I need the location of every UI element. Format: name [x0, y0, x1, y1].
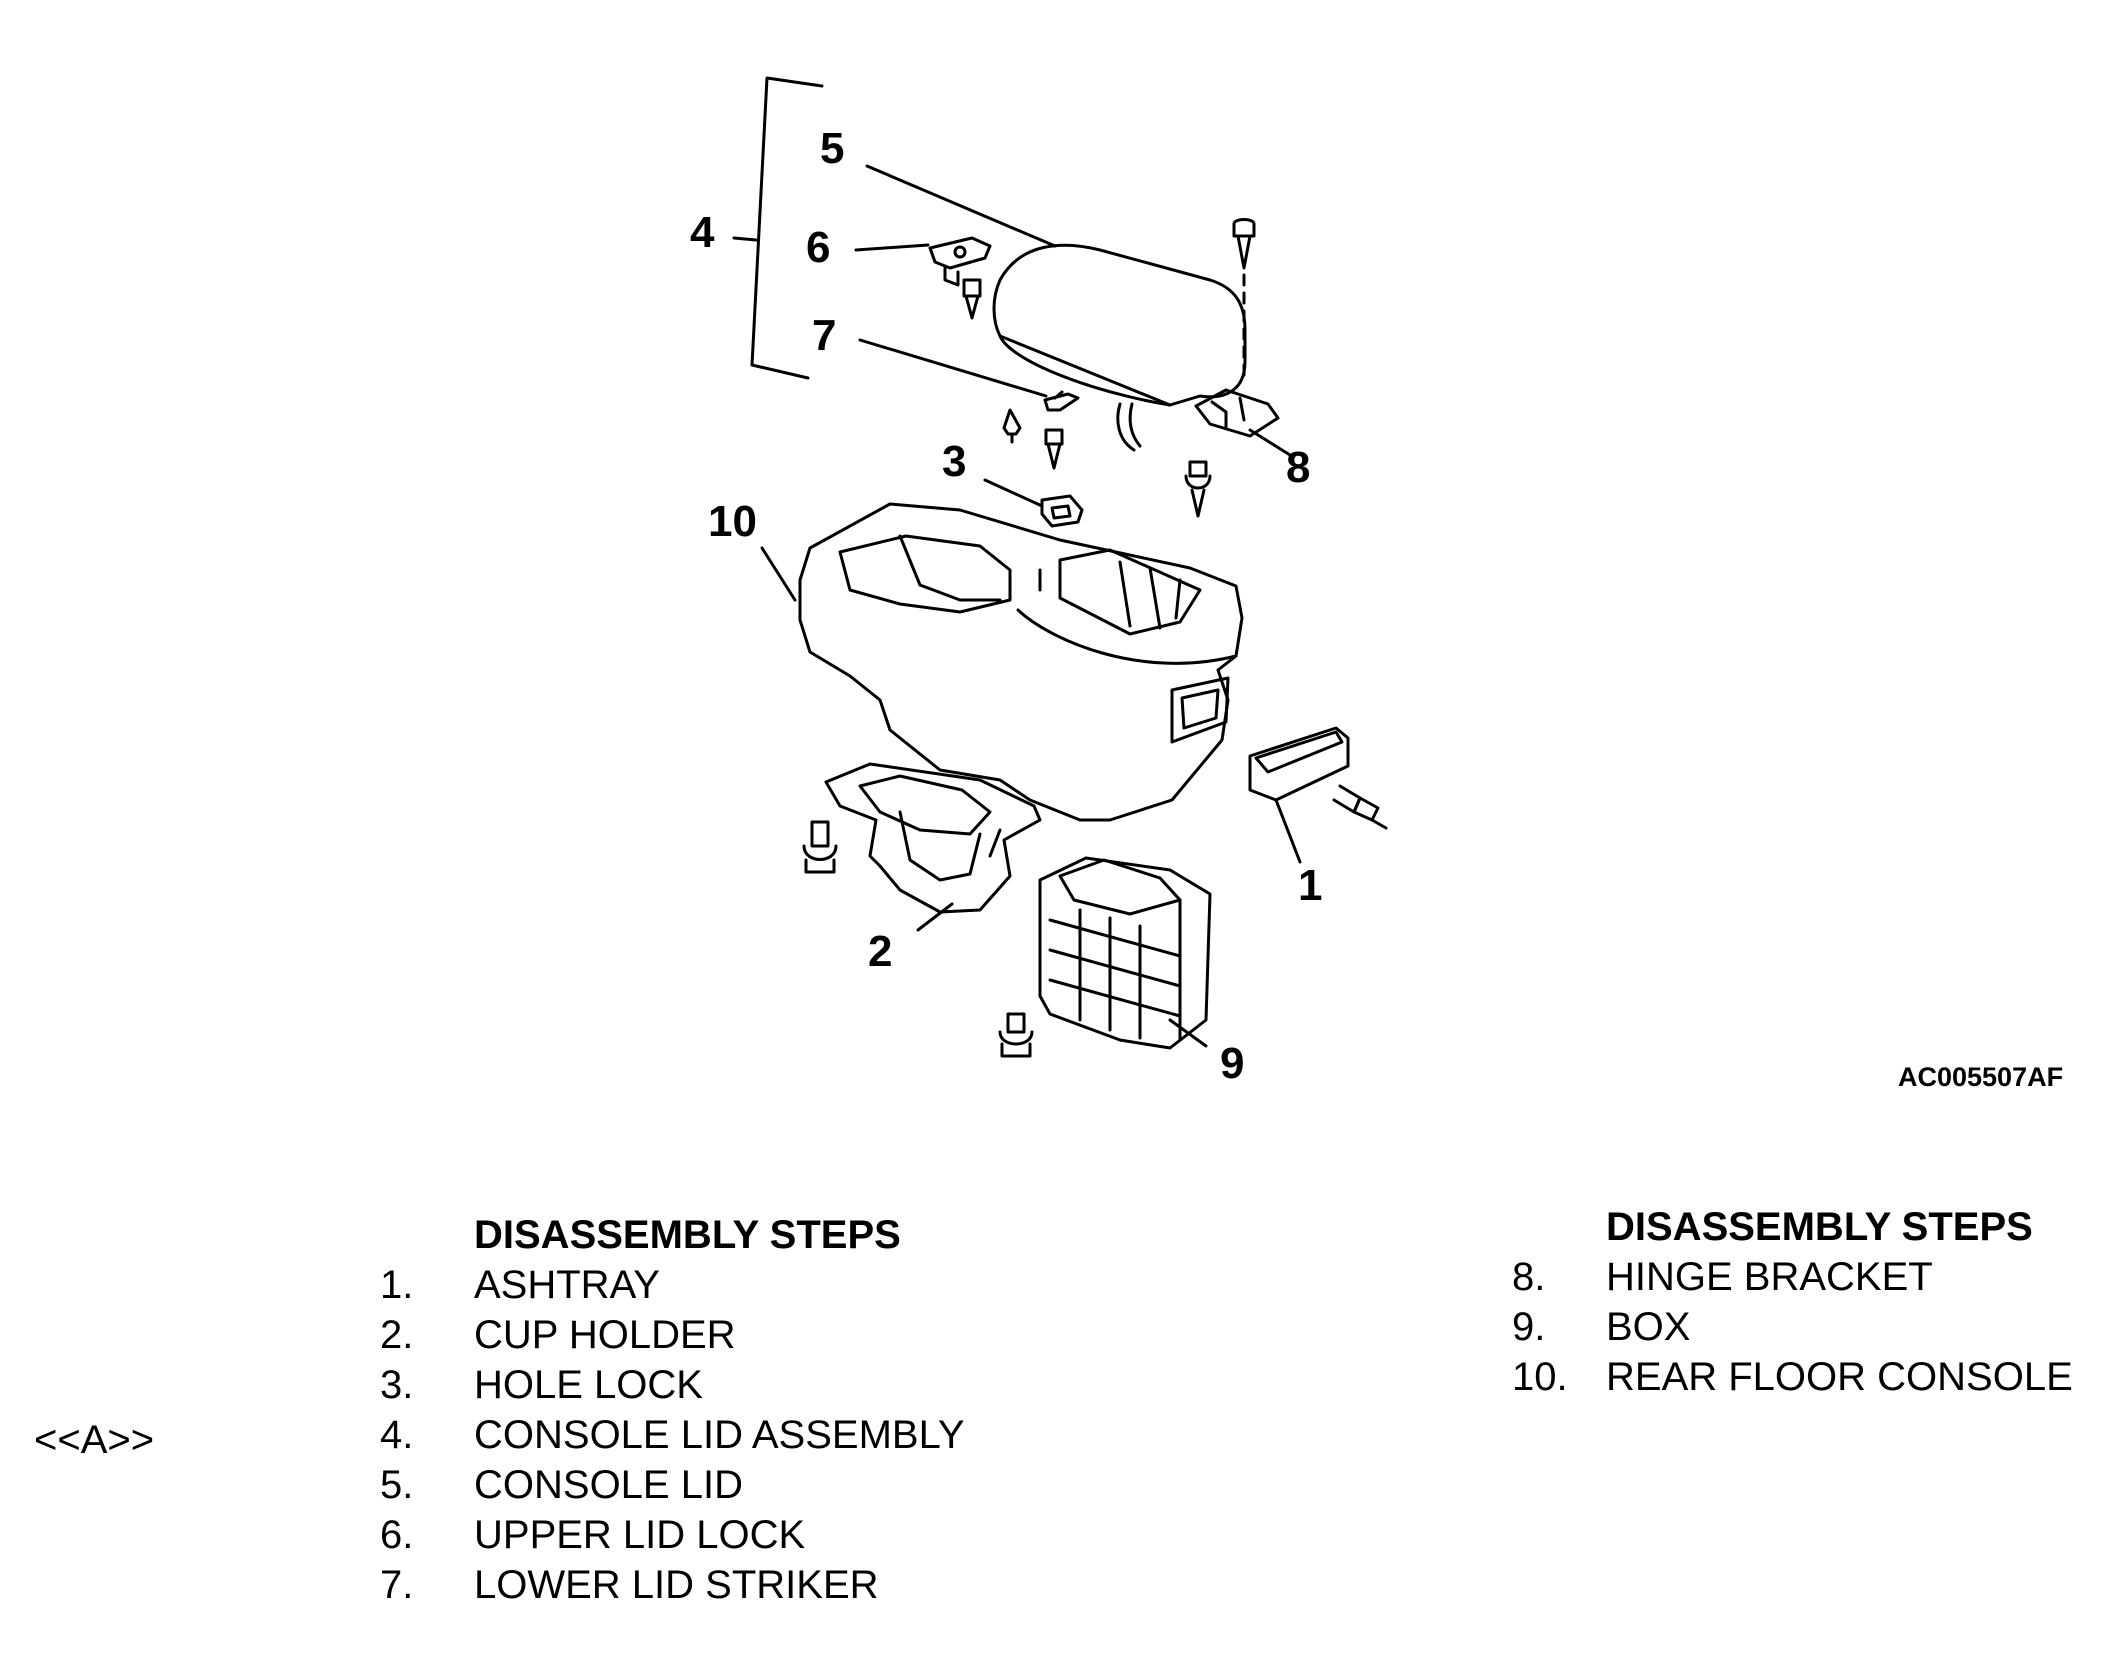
screw-6: [962, 278, 982, 320]
steps-heading-right: DISASSEMBLY STEPS: [1606, 1205, 2033, 1249]
callout-5: 5: [820, 124, 844, 173]
step-row: 5. CONSOLE LID: [380, 1460, 1080, 1510]
screw-9: [998, 1012, 1034, 1058]
callout-6: 6: [806, 223, 830, 272]
rear-floor-console: [798, 502, 1244, 822]
step-number: 2.: [380, 1313, 414, 1357]
step-number: 5.: [380, 1463, 414, 1507]
hole-lock: [1040, 494, 1084, 528]
screw-7b: [1044, 428, 1064, 470]
leader-3: [983, 478, 1044, 508]
step-row: 10. REAR FLOOR CONSOLE: [1512, 1352, 2112, 1402]
step-number: 4.: [380, 1413, 414, 1457]
disassembly-steps-left: DISASSEMBLY STEPS 1. ASHTRAY 2. CUP HOLDER…: [380, 1210, 1080, 1610]
leader-4: [732, 236, 758, 242]
step-row: 1. ASHTRAY: [380, 1260, 1080, 1310]
hinge-bracket: [1194, 388, 1280, 438]
leader-6: [854, 243, 930, 252]
step-row: 3. HOLE LOCK: [380, 1360, 1080, 1410]
clip-7a: [1002, 408, 1022, 444]
callout-8: 8: [1286, 443, 1310, 492]
assembly-bracket: [750, 76, 824, 380]
callout-2: 2: [868, 927, 892, 976]
steps-heading-left: DISASSEMBLY STEPS: [474, 1213, 901, 1257]
step-number: 9.: [1512, 1305, 1546, 1349]
step-label: CONSOLE LID: [474, 1463, 743, 1507]
screw-8-bottom: [1184, 460, 1212, 518]
step-label: HINGE BRACKET: [1606, 1255, 1933, 1299]
step-number: 10.: [1512, 1355, 1568, 1399]
lower-lid-striker: [1043, 390, 1080, 412]
screw-8-top: [1232, 218, 1256, 382]
step-number: 8.: [1512, 1255, 1546, 1299]
note-marker: <<A>>: [34, 1418, 155, 1462]
step-label: LOWER LID STRIKER: [474, 1563, 879, 1607]
leader-2: [916, 902, 954, 932]
callout-10: 10: [708, 497, 757, 546]
step-label: HOLE LOCK: [474, 1363, 703, 1407]
leader-1: [1274, 798, 1302, 864]
step-label: ASHTRAY: [474, 1263, 660, 1307]
callout-4: 4: [690, 208, 715, 257]
step-label: BOX: [1606, 1305, 1691, 1349]
step-label: REAR FLOOR CONSOLE: [1606, 1355, 2073, 1399]
ashtray: [1248, 726, 1350, 802]
screw-1: [1332, 784, 1388, 830]
callout-3: 3: [942, 437, 966, 486]
step-row: 6. UPPER LID LOCK: [380, 1510, 1080, 1560]
step-row: 4. CONSOLE LID ASSEMBLY: [380, 1410, 1080, 1460]
leader-9: [1168, 1018, 1208, 1048]
screw-2: [802, 820, 838, 874]
step-number: 3.: [380, 1363, 414, 1407]
step-label: CUP HOLDER: [474, 1313, 736, 1357]
callout-1: 1: [1298, 861, 1322, 910]
box: [1038, 856, 1212, 1050]
leader-7: [858, 338, 1048, 398]
step-row: 2. CUP HOLDER: [380, 1310, 1080, 1360]
upper-lid-lock: [928, 236, 992, 287]
step-row: 9. BOX: [1512, 1302, 2112, 1352]
cup-holder: [824, 762, 1042, 914]
leader-8: [1248, 428, 1292, 457]
callout-9: 9: [1220, 1039, 1244, 1088]
step-row: 7. LOWER LID STRIKER: [380, 1560, 1080, 1610]
step-number: 7.: [380, 1563, 414, 1607]
step-number: 1.: [380, 1263, 414, 1307]
step-row: 8. HINGE BRACKET: [1512, 1252, 2112, 1302]
leader-10: [760, 546, 797, 602]
leader-5: [865, 164, 1057, 248]
step-label: CONSOLE LID ASSEMBLY: [474, 1413, 965, 1457]
callout-7: 7: [812, 311, 836, 360]
figure-code: AC005507AF: [1898, 1062, 2063, 1092]
step-number: 6.: [380, 1513, 414, 1557]
step-label: UPPER LID LOCK: [474, 1513, 806, 1557]
disassembly-steps-right: DISASSEMBLY STEPS 8.HINGE BRACKET 9.BOX …: [1512, 1202, 2112, 1402]
